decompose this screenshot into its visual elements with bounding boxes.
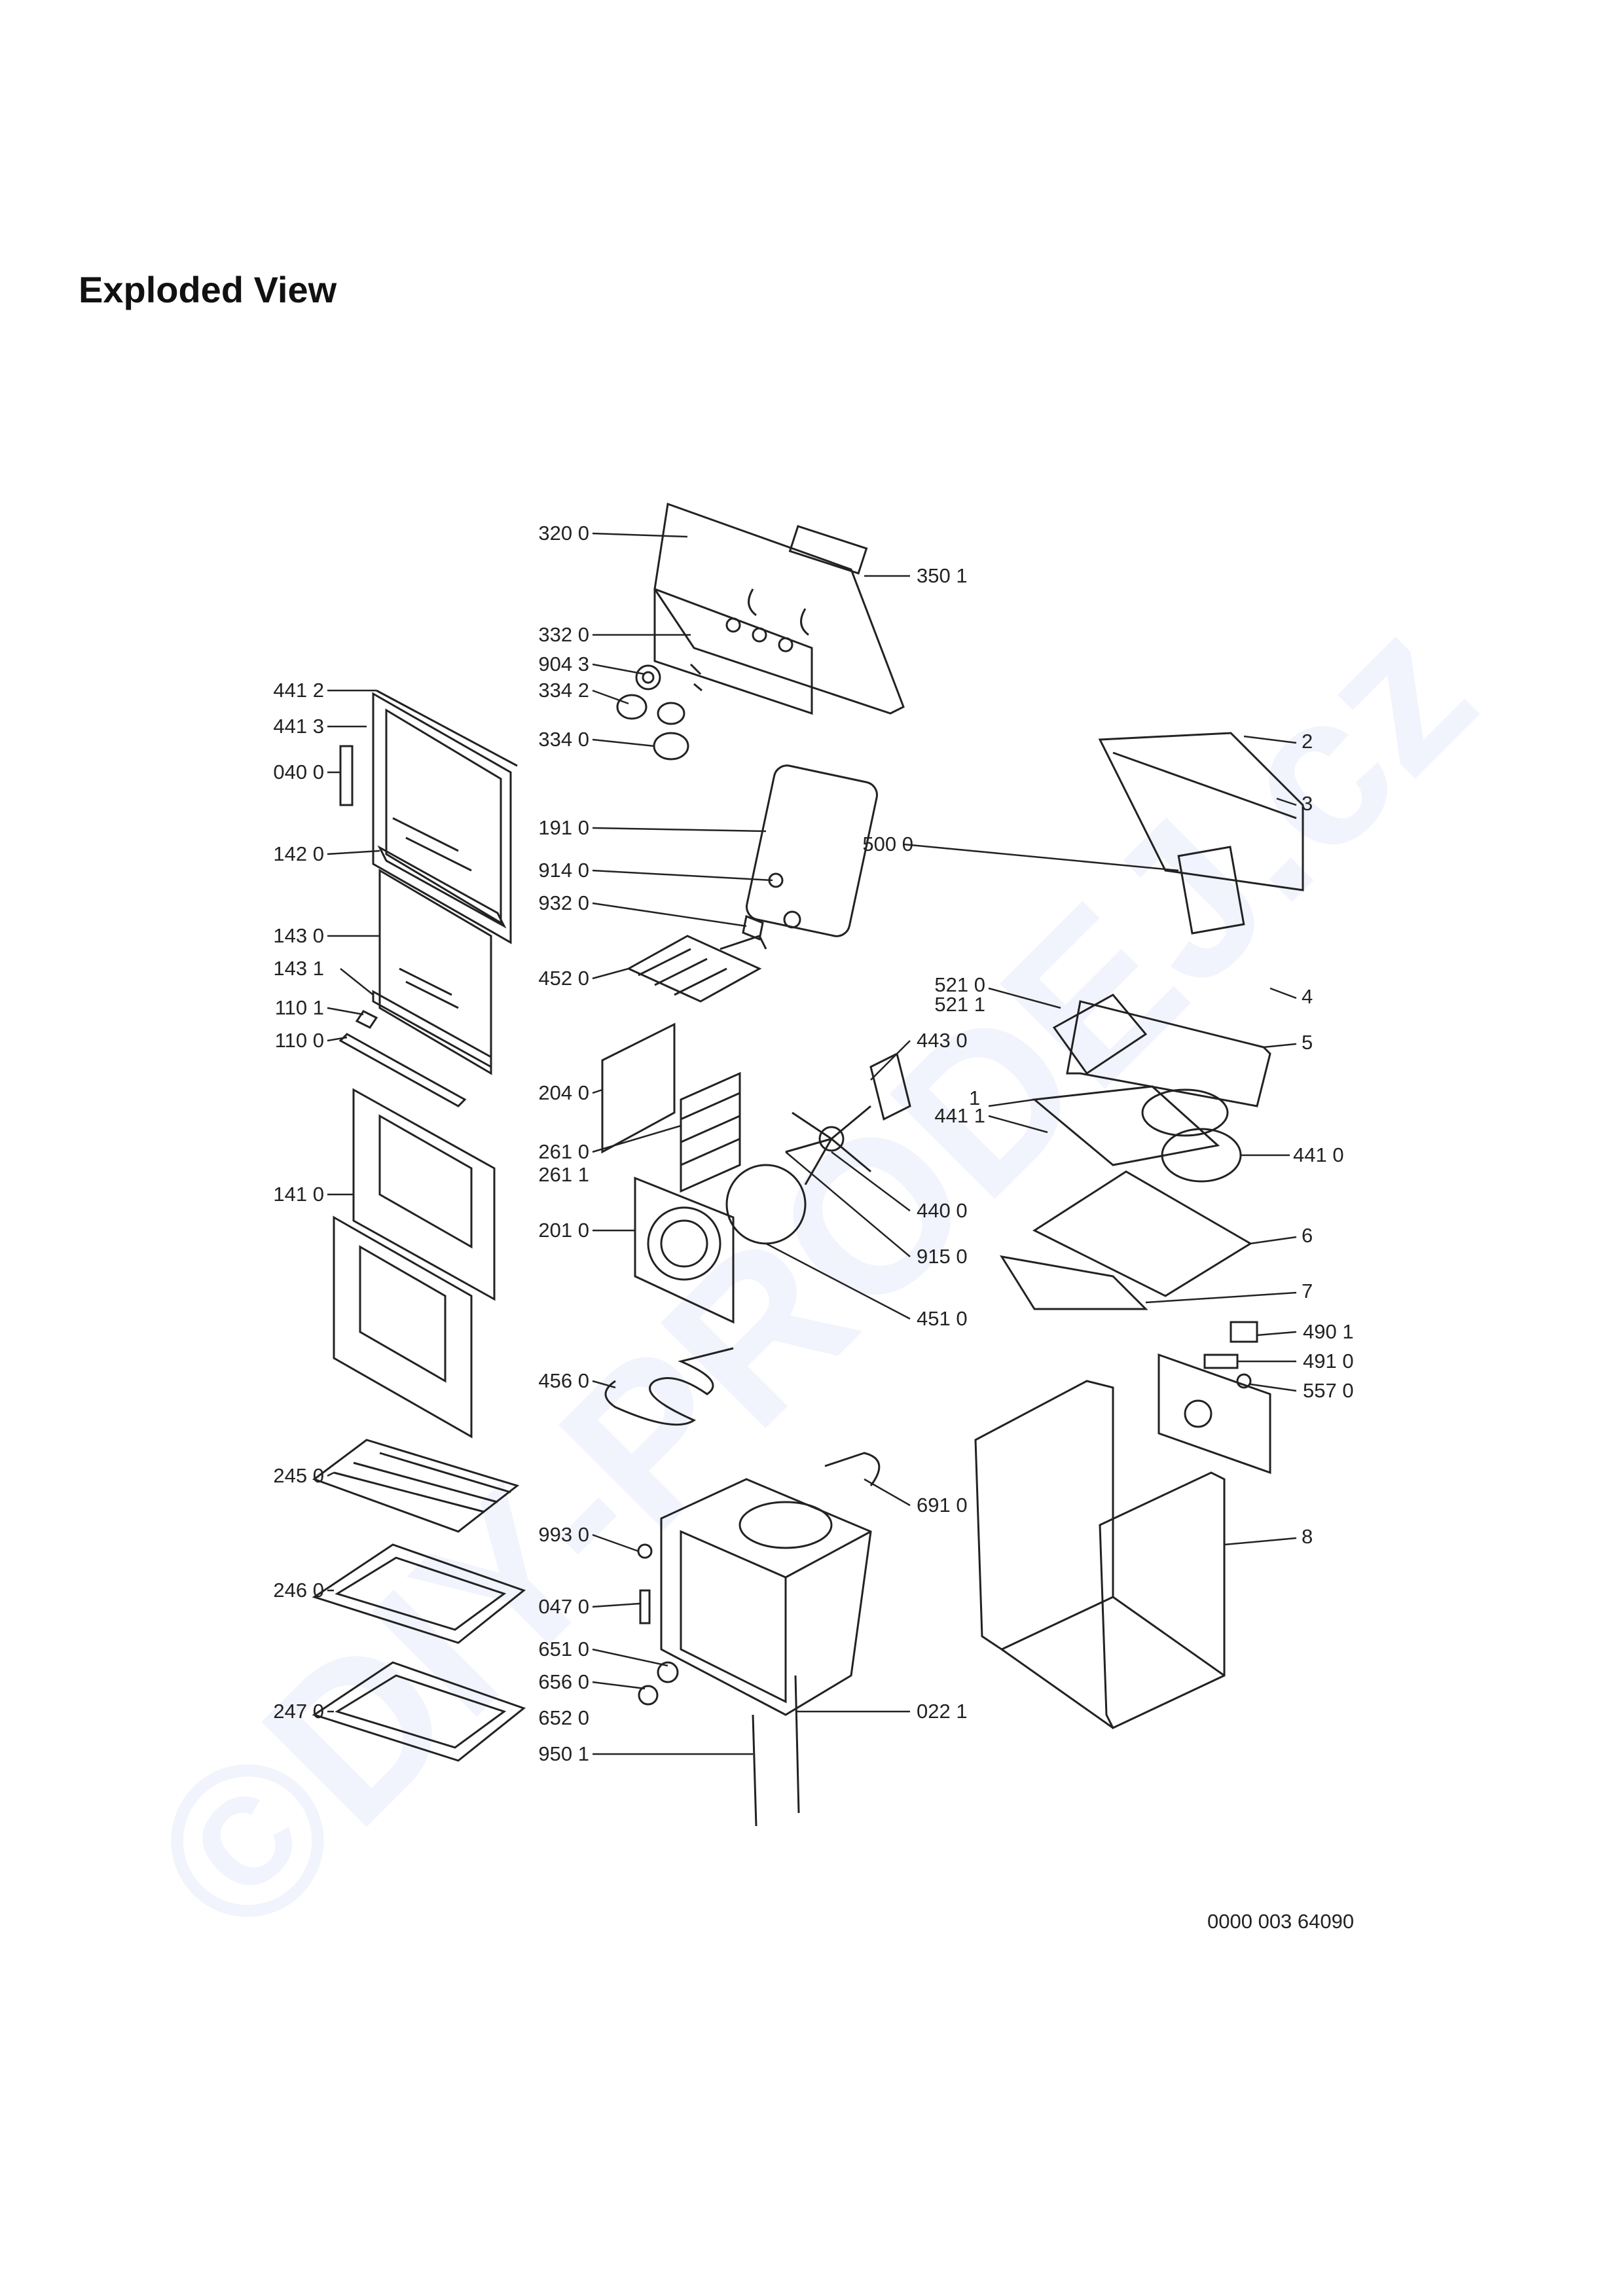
heating-element-drawing — [604, 1347, 734, 1426]
control-panel-drawing — [653, 502, 905, 715]
part-label: 452 0 — [538, 967, 589, 990]
index-label: 8 — [1302, 1525, 1313, 1548]
part-label: 110 0 — [275, 1029, 324, 1052]
part-label: 651 0 — [538, 1638, 589, 1660]
part-label: 691 0 — [917, 1494, 968, 1516]
top-frame-drawing — [1098, 732, 1304, 891]
index-label: 3 — [1302, 792, 1313, 815]
part-label: 246 0 — [273, 1579, 324, 1602]
door-seal-drawing — [746, 764, 878, 937]
part-label: 441 1 — [934, 1104, 985, 1127]
part-label: 652 0 — [538, 1706, 589, 1729]
part-label: 350 1 — [917, 564, 968, 587]
grid-shelf-drawing — [312, 1439, 520, 1533]
top-plate-drawing — [1032, 1085, 1220, 1166]
document-number: 0000 003 64090 — [1207, 1910, 1355, 1933]
part-label: 993 0 — [538, 1523, 589, 1546]
part-label: 500 0 — [862, 833, 913, 855]
index-label: 5 — [1302, 1031, 1313, 1054]
index-label: 2 — [1302, 730, 1313, 753]
leader-lines — [327, 532, 1297, 1755]
part-label: 320 0 — [538, 522, 589, 545]
fan-motor-drawing — [869, 1052, 911, 1121]
part-label: 521 0 — [934, 973, 985, 996]
part-label: 247 0 — [273, 1700, 324, 1723]
part-label: 521 1 — [934, 993, 985, 1016]
part-label: 491 0 — [1303, 1350, 1354, 1372]
part-label: 443 0 — [917, 1029, 968, 1052]
part-label: 040 0 — [273, 761, 324, 783]
part-label: 334 0 — [538, 728, 589, 751]
part-label: 143 1 — [273, 957, 324, 980]
tray-247-drawing — [312, 1661, 526, 1762]
part-label: 142 0 — [273, 842, 324, 865]
cooling-fan-drawing — [1161, 1128, 1242, 1183]
index-label: 7 — [1302, 1280, 1313, 1302]
inner-glass-drawing — [378, 869, 492, 1075]
part-label: 904 3 — [538, 653, 589, 675]
part-label: 557 0 — [1303, 1379, 1354, 1402]
part-label: 143 0 — [273, 924, 324, 947]
part-label: 914 0 — [538, 859, 589, 882]
part-label: 261 0 — [538, 1140, 589, 1163]
part-label: 110 1 — [275, 996, 324, 1019]
part-label: 334 2 — [538, 679, 589, 702]
index-label: 6 — [1302, 1224, 1313, 1247]
part-label: 022 1 — [917, 1700, 968, 1723]
door-profile-drawing — [377, 845, 507, 929]
side-rails-drawing — [680, 1071, 741, 1193]
electronic-module-drawing — [1052, 994, 1148, 1075]
back-panel-drawing — [634, 1176, 735, 1324]
side-rack-204-drawing — [601, 1022, 676, 1154]
part-label: 245 0 — [273, 1464, 324, 1487]
oven-cavity-drawing — [660, 1478, 872, 1716]
part-label: 261 1 — [538, 1163, 589, 1186]
part-label: 440 0 — [917, 1199, 968, 1222]
part-label: 915 0 — [917, 1245, 968, 1268]
part-label: 456 0 — [538, 1369, 589, 1392]
part-label: 191 0 — [538, 816, 589, 839]
knobs-drawing — [616, 663, 702, 761]
tray-246-drawing — [312, 1543, 526, 1644]
circular-element-drawing — [725, 1164, 807, 1245]
part-label: 656 0 — [538, 1670, 589, 1693]
plate-7-drawing — [999, 1255, 1148, 1310]
fan-drawing — [785, 1105, 871, 1185]
part-label: 441 2 — [273, 679, 324, 702]
part-labels-right: 350 1 500 0 521 0 521 1 443 0 441 1 440 … — [862, 564, 1353, 1723]
outer-glass-drawing — [333, 1088, 496, 1439]
index-label: 1 — [969, 1086, 980, 1109]
part-label: 204 0 — [538, 1081, 589, 1104]
part-label: 950 1 — [538, 1742, 589, 1765]
plate-6-drawing — [1032, 1170, 1252, 1297]
door-frame-drawing — [372, 689, 518, 944]
index-labels: 2 3 4 5 1 6 7 8 — [969, 730, 1313, 1548]
index-label: 4 — [1302, 985, 1313, 1008]
front-frame-drawing — [1066, 1000, 1271, 1107]
part-labels-center: 320 0 332 0 904 3 334 2 334 0 191 0 914 … — [538, 522, 589, 1765]
part-label: 047 0 — [538, 1595, 589, 1618]
part-label: 441 3 — [273, 715, 324, 738]
housing-drawing — [974, 1380, 1226, 1729]
grill-element-drawing — [626, 935, 767, 1003]
part-labels-left: 441 2 441 3 040 0 142 0 143 0 143 1 110 … — [273, 679, 324, 1723]
hinge-drawing — [339, 745, 354, 806]
page-title: Exploded View — [79, 269, 337, 310]
control-board-drawing — [1177, 846, 1245, 935]
part-label: 490 1 — [1303, 1320, 1354, 1343]
part-label: 201 0 — [538, 1219, 589, 1242]
part-label: 451 0 — [917, 1307, 968, 1330]
part-label: 441 0 — [1293, 1143, 1344, 1166]
part-label: 141 0 — [273, 1183, 324, 1206]
connector-panel-drawing — [1158, 1353, 1271, 1475]
part-label: 932 0 — [538, 891, 589, 914]
part-label: 332 0 — [538, 623, 589, 646]
